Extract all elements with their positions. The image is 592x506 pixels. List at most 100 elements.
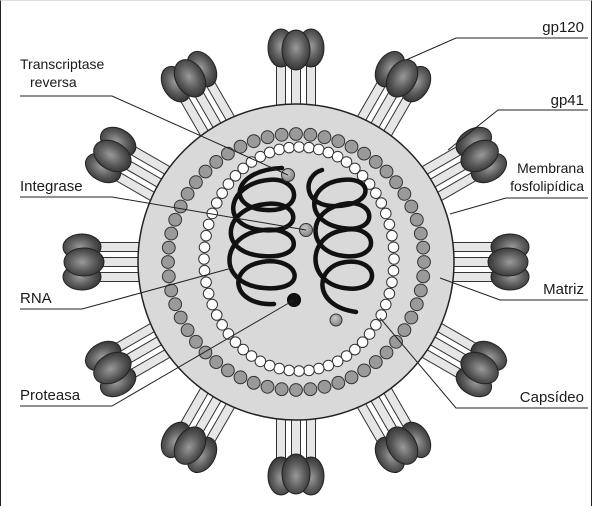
matrix-bead [162, 270, 175, 283]
matrix-bead [247, 376, 260, 389]
matrix-bead [234, 371, 247, 384]
matrix-bead [162, 256, 175, 269]
label-gp41: gp41 [480, 92, 584, 109]
capsid-bead [294, 366, 305, 377]
matrix-bead [221, 364, 234, 377]
matrix-bead [318, 131, 331, 144]
matrix-bead [181, 187, 194, 200]
matrix-bead [345, 371, 358, 384]
label-rna: RNA [20, 290, 52, 307]
matrix-bead [199, 165, 212, 178]
matrix-bead [380, 165, 393, 178]
capsid-bead [217, 320, 228, 331]
matrix-bead [261, 131, 274, 144]
matrix-bead [410, 298, 423, 311]
matrix-bead [380, 346, 393, 359]
capsid-bead [389, 254, 400, 265]
glycoprotein-spike-icon [63, 234, 146, 290]
matrix-bead [221, 147, 234, 160]
capsid-bead [274, 144, 285, 155]
leader-membrane [450, 198, 588, 214]
capsid-enzyme [330, 314, 342, 326]
matrix-bead [410, 213, 423, 226]
matrix-bead [358, 147, 371, 160]
capsid-bead [284, 365, 295, 376]
matrix-bead [290, 384, 303, 397]
capsid-bead [313, 144, 324, 155]
label-protease: Proteasa [20, 387, 80, 404]
glycoprotein-spike-icon [268, 412, 324, 495]
label-transcriptase-line2: reversa [30, 74, 77, 90]
gp120-cap [282, 454, 310, 494]
label-membrane-line2: fosfolipídica [460, 178, 584, 194]
capsid-bead [371, 188, 382, 199]
capsid-bead [201, 230, 212, 241]
capsid-bead [211, 310, 222, 321]
matrix-bead [275, 128, 288, 141]
capsid-bead [203, 288, 214, 299]
matrix-bead [398, 187, 411, 200]
capsid-bead [380, 208, 391, 219]
label-matriz: Matriz [480, 281, 584, 298]
label-transcriptase-line1: Transcriptase [20, 56, 104, 72]
matrix-bead [174, 200, 187, 213]
capsid-bead [313, 363, 324, 374]
gp120-cap [64, 248, 104, 276]
matrix-bead [345, 140, 358, 153]
matrix-bead [417, 270, 430, 283]
matrix-bead [169, 298, 182, 311]
label-capsideo: Capsídeo [480, 389, 584, 406]
label-gp120: gp120 [480, 19, 584, 36]
matrix-bead [417, 241, 430, 254]
matrix-bead [162, 241, 175, 254]
matrix-bead [398, 324, 411, 337]
matrix-bead [332, 135, 345, 148]
capsid-bead [199, 254, 210, 265]
matrix-bead [414, 227, 427, 240]
matrix-bead [190, 176, 203, 189]
matrix-bead [369, 356, 382, 369]
capsid-bead [304, 365, 315, 376]
glycoprotein-spike-icon [268, 29, 324, 112]
capsid-bead [207, 299, 218, 310]
capsid-bead [323, 360, 334, 371]
capsid-bead [371, 320, 382, 331]
capsid-bead [387, 277, 398, 288]
capsid-bead [274, 363, 285, 374]
matrix-bead [275, 383, 288, 396]
matrix-bead [405, 311, 418, 324]
matrix-bead [247, 135, 260, 148]
capsid-bead [388, 242, 399, 253]
capsid-bead [284, 142, 295, 153]
label-membrane-line1: Membrana [470, 160, 584, 176]
capsid-bead [304, 142, 315, 153]
matrix-bead [304, 383, 317, 396]
label-integrase: Integrase [20, 178, 83, 195]
matrix-bead [210, 356, 223, 369]
matrix-bead [405, 200, 418, 213]
matrix-bead [181, 324, 194, 337]
capsid-bead [211, 198, 222, 209]
matrix-bead [332, 376, 345, 389]
capsid-bead [380, 299, 391, 310]
capsid-bead [294, 142, 305, 153]
matrix-bead [190, 335, 203, 348]
matrix-bead [418, 256, 431, 269]
capsid-bead [203, 219, 214, 230]
matrix-bead [290, 128, 303, 141]
matrix-bead [414, 284, 427, 297]
matrix-bead [165, 227, 178, 240]
matrix-bead [358, 364, 371, 377]
capsid-bead [376, 310, 387, 321]
capsid-bead [387, 230, 398, 241]
matrix-bead [199, 346, 212, 359]
matrix-bead [304, 128, 317, 141]
leader-gp120 [406, 38, 588, 60]
matrix-bead [369, 156, 382, 169]
capsid-bead [201, 277, 212, 288]
capsid-bead [384, 288, 395, 299]
matrix-bead [210, 156, 223, 169]
matrix-bead [390, 176, 403, 189]
capsid-bead [384, 219, 395, 230]
